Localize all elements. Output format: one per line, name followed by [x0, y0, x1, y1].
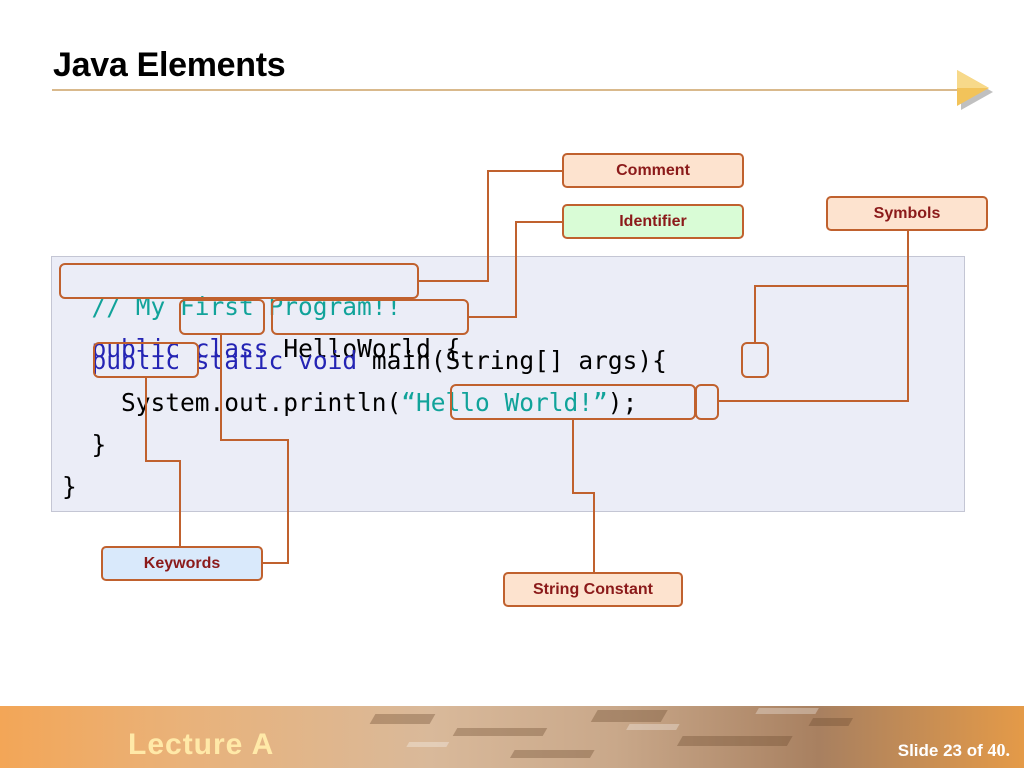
connector-string [572, 419, 595, 572]
lecture-title: Lecture A [128, 728, 275, 761]
highlight-close-paren [695, 384, 719, 420]
keyword-public-main: public [91, 346, 181, 375]
label-symbols: Symbols [826, 196, 988, 231]
keyword-class: class [194, 334, 269, 363]
code-line-println: System.out.println(“Hello World!”); [62, 388, 637, 418]
keyword-static: static [194, 346, 284, 375]
connector-symbols-brace [754, 285, 908, 343]
title-divider [52, 89, 962, 91]
open-brace-main: { [652, 346, 667, 375]
circuit-board-decoration [369, 708, 854, 758]
highlight-class [179, 299, 265, 335]
open-brace: { [445, 334, 461, 363]
close-brace-class: } [62, 472, 77, 501]
code-line-close-main: } [62, 430, 107, 460]
close-brace-main: } [91, 430, 107, 459]
label-string-constant: String Constant [503, 572, 683, 607]
main-signature: main(String[] args) [371, 346, 653, 375]
connector-comment [418, 170, 562, 282]
play-arrow-icon [957, 70, 993, 110]
code-line-close-class: } [62, 472, 77, 502]
connector-identifier [468, 221, 562, 318]
label-keywords: Keywords [101, 546, 263, 581]
connector-symbols-paren [718, 231, 909, 402]
highlight-public [93, 342, 199, 378]
slide-number-prefix: Slide 23 of [897, 741, 983, 760]
slide-number-total: 40. [987, 740, 1011, 760]
connector-keywords-public [145, 377, 181, 546]
highlight-helloworld [271, 299, 469, 335]
slide-title: Java Elements [53, 46, 286, 84]
semicolon: ; [622, 388, 638, 417]
slide-number: Slide 23 of 40. [898, 740, 1010, 761]
string-constant: “Hello World!” [401, 388, 608, 417]
code-comment: // My First Program!! [91, 292, 402, 321]
keyword-public: public [91, 334, 181, 363]
highlight-string [450, 384, 696, 420]
close-paren: ) [607, 388, 623, 417]
label-comment: Comment [562, 153, 744, 188]
code-line-class-decl: public class HelloWorld { [62, 304, 461, 364]
println-call: System.out.println( [121, 388, 402, 417]
highlight-open-brace [741, 342, 769, 378]
identifier-helloworld: HelloWorld [283, 334, 431, 363]
label-identifier: Identifier [562, 204, 744, 239]
keyword-void: void [298, 346, 358, 375]
slide-footer: Lecture A Slide 23 of 40. [0, 706, 1024, 768]
code-line-main-decl: public static void main(String[] args){ [62, 346, 667, 376]
code-line-comment: // My First Program!! [62, 262, 402, 322]
highlight-comment [59, 263, 419, 299]
connector-keywords-class [220, 334, 289, 564]
